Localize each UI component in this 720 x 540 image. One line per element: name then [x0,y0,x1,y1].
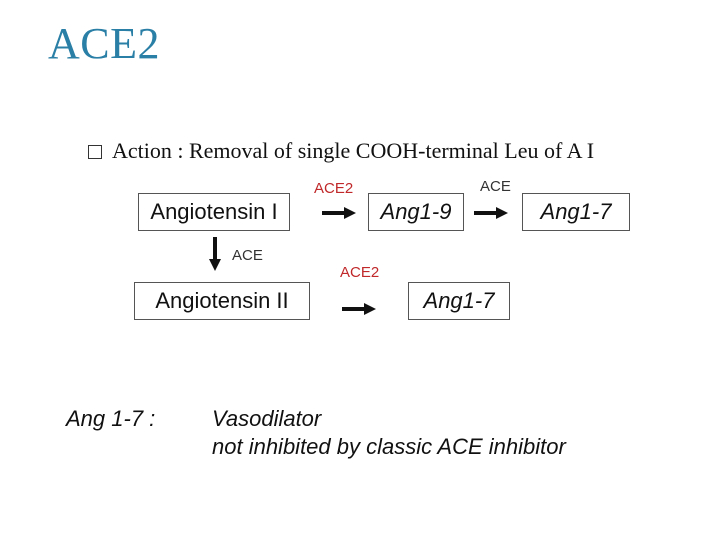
enzyme-label-ace2-top: ACE2 [314,180,354,197]
note-label: Ang 1-7 : [66,406,156,431]
bullet-item: Action : Removal of single COOH-terminal… [88,138,594,164]
enzyme-label-ace2-bottom: ACE2 [340,264,380,281]
node-ang1-7-top: Ang1-7 [522,193,630,231]
note-line-1: Vasodilator [212,406,322,431]
bullet-text: Action : Removal of single COOH-terminal… [112,138,595,163]
slide-title: ACE2 [48,19,160,68]
note-line-2: not inhibited by classic ACE inhibitor [212,434,566,459]
right-arrow-icon [342,303,376,315]
node-ang1-7-bottom: Ang1-7 [408,282,510,320]
right-arrow-icon [322,207,356,219]
down-arrow-icon [209,237,221,271]
node-ang1-9: Ang1-9 [368,193,464,231]
node-angiotensin-i: Angiotensin I [138,193,290,231]
bullet-square-icon [88,144,102,159]
enzyme-label-ace-vertical: ACE [232,247,263,264]
node-angiotensin-ii: Angiotensin II [134,282,310,320]
right-arrow-icon [474,207,508,219]
enzyme-label-ace-top: ACE [480,178,511,195]
